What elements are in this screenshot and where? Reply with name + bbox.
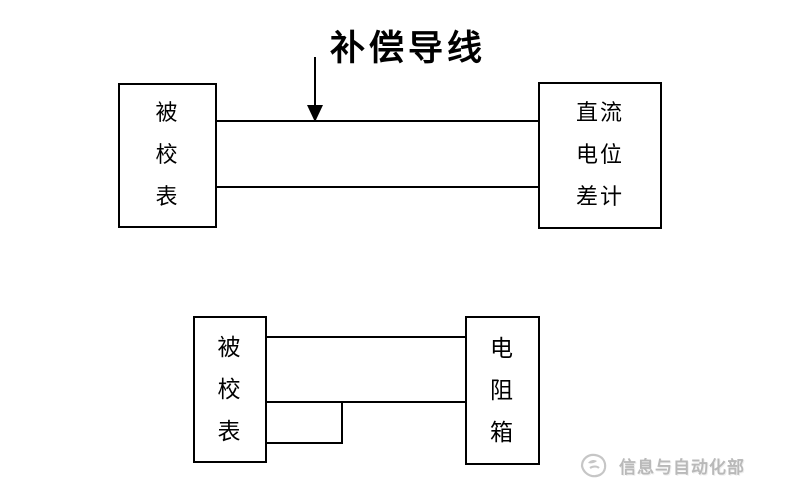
watermark-text: 信息与自动化部 [619,457,745,478]
down-arrow-icon [307,105,323,122]
top-diagram-lower-wire [217,186,538,188]
meter-under-test-box-bottom: 被 校 表 [193,316,267,463]
meter-under-test-label-bottom: 被 校 表 [217,334,243,445]
bottom-diagram-loop-vertical-wire [341,401,343,444]
watermark: 信息与自动化部 [576,450,745,480]
bottom-diagram-loop-bottom-wire [267,442,343,444]
bottom-diagram-upper-wire [267,336,465,338]
meter-under-test-box-top: 被 校 表 [118,83,217,228]
org-logo-icon [580,453,607,478]
resistance-box: 电 阻 箱 [465,316,540,465]
dc-potentiometer-label: 直流 电位 差计 [575,100,624,210]
resistance-box-label: 电 阻 箱 [490,335,515,446]
bottom-diagram-middle-wire [267,401,465,403]
meter-under-test-label: 被 校 表 [155,100,180,210]
down-arrow-shaft [314,57,316,107]
compensation-wire-title: 补偿导线 [330,29,487,69]
dc-potentiometer-box: 直流 电位 差计 [538,82,662,229]
top-diagram-upper-wire [217,120,538,122]
